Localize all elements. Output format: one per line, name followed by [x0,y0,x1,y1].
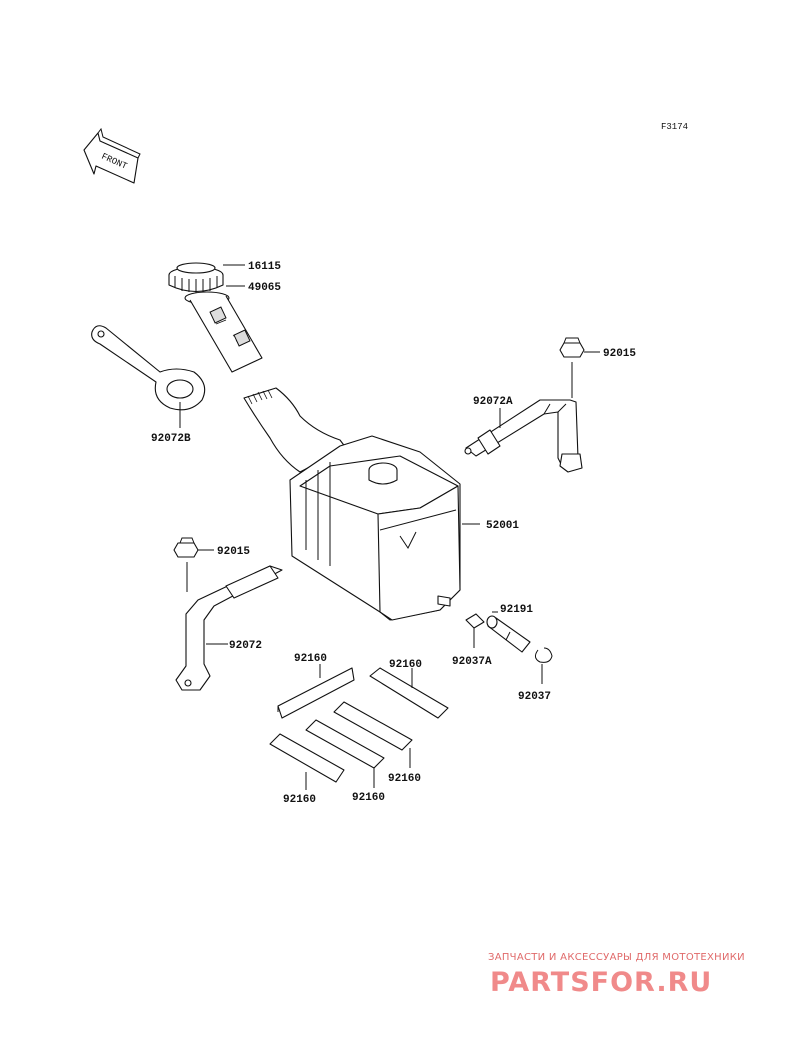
watermark-tagline: ЗАПЧАСТИ И АКСЕССУАРЫ ДЛЯ МОТОТЕХНИКИ [488,952,745,963]
part-label-92160-3: 92160 [388,773,421,785]
nut-left-part[interactable] [173,537,199,558]
part-label-92015-left: 92015 [217,546,250,558]
part-label-92037: 92037 [518,691,551,703]
part-label-92015-right: 92015 [603,348,636,360]
watermark-brand: PARTSFOR.RU [490,967,712,998]
part-label-92160-2: 92160 [389,659,422,671]
part-label-92160-4: 92160 [352,792,385,804]
pad-2-part[interactable] [369,667,449,719]
part-label-92072: 92072 [229,640,262,652]
clamp-92037a-part[interactable] [465,613,485,629]
watermark: ЗАПЧАСТИ И АКСЕССУАРЫ ДЛЯ МОТОТЕХНИКИ PA… [488,952,745,998]
hose-part[interactable] [486,615,531,653]
figure-code: F3174 [661,122,688,132]
front-arrow-icon: FRONT [83,127,141,184]
strap-92072-part[interactable] [175,565,283,691]
part-label-92191: 92191 [500,604,533,616]
fuel-tank-part[interactable] [243,387,461,621]
clamp-92037-part[interactable] [534,647,553,663]
filler-neck-part[interactable] [184,291,263,373]
pad-5-part[interactable] [269,733,345,783]
nut-right-part[interactable] [559,337,585,358]
strap-92072a-part[interactable] [464,399,583,473]
part-label-16115: 16115 [248,261,281,273]
pad-4-part[interactable] [305,719,385,769]
part-label-92037a: 92037A [452,656,492,668]
fuel-cap-part[interactable] [168,262,224,293]
part-label-92160-5: 92160 [283,794,316,806]
part-label-49065: 49065 [248,282,281,294]
pad-1-part[interactable] [277,667,355,719]
part-label-52001: 52001 [486,520,519,532]
part-label-92072a: 92072A [473,396,513,408]
pad-3-part[interactable] [333,701,413,751]
part-label-92072b: 92072B [151,433,191,445]
strap-92072b-part[interactable] [91,325,206,411]
part-label-92160-1: 92160 [294,653,327,665]
